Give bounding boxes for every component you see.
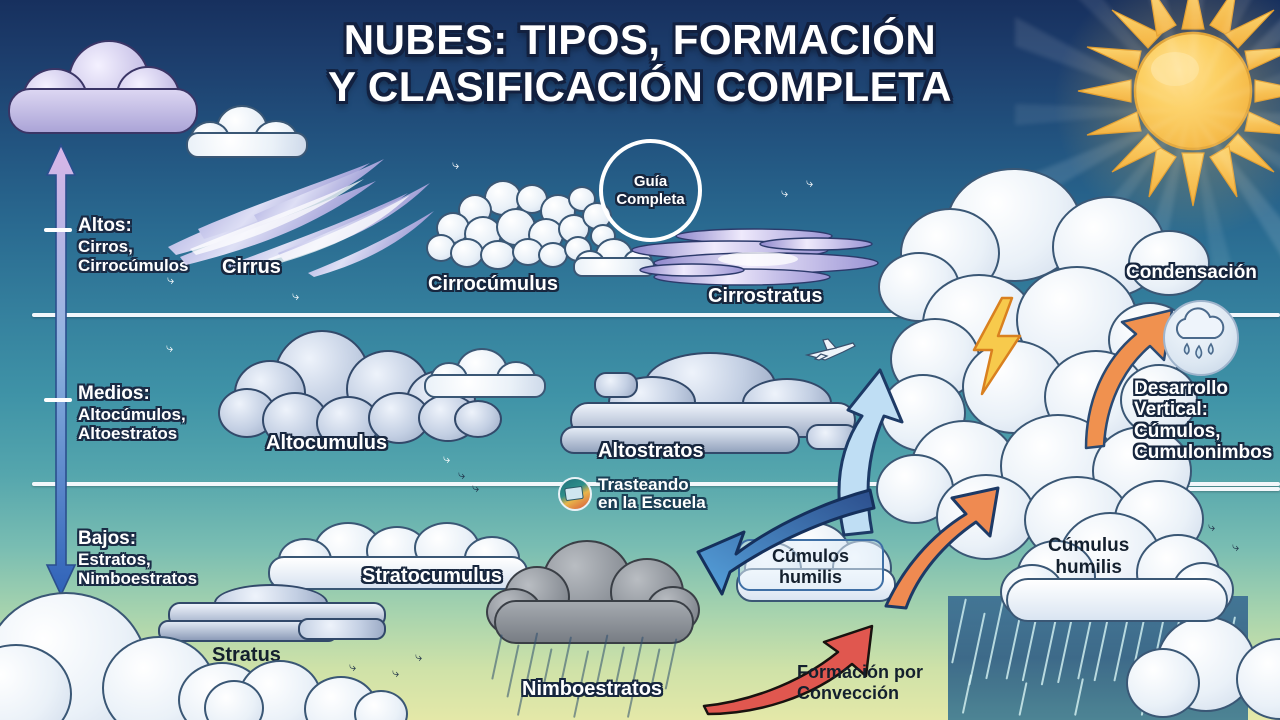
sun-icon: [1015, 0, 1280, 275]
decorative-cloud-bottom-right: [1126, 616, 1280, 720]
cloud-label-cirrostratus: Cirrostratus: [708, 285, 823, 307]
axis-tick-mid: [44, 398, 72, 402]
divider-right-low: [1140, 487, 1280, 491]
airplane-icon: [804, 338, 856, 361]
bird-icon: ⤷: [415, 649, 423, 664]
cloud-with-raindrops-icon: [1163, 300, 1239, 376]
label-desarrollo-vertical: Desarrollo Vertical: Cúmulos, Cumulonimb…: [1134, 378, 1273, 463]
nimbostratus-cloud-graphic: [486, 540, 700, 650]
cumulonimbus-tower-graphic: [876, 168, 1210, 588]
label-condensacion: Condensación: [1126, 262, 1257, 283]
bird-icon: ⤷: [1232, 539, 1240, 554]
label-formacion-conveccion: Formación por Convección: [797, 662, 924, 703]
axis-label-low-types: Estratos, Nimboestratos: [78, 549, 198, 589]
orange-up-arrow-icon: [884, 486, 1000, 610]
cloud-label-stratus: Stratus: [212, 644, 281, 666]
axis-label-mid-types: Altocúmulos, Altoestratos: [78, 404, 186, 444]
bird-icon: ⤷: [292, 288, 300, 303]
decorative-cloud-small-b: [424, 348, 546, 398]
cloud-label-cirrocumulus: Cirrocúmulus: [428, 273, 559, 295]
stratocumulus-cloud-graphic: [262, 522, 530, 594]
bird-icon: ⤷: [472, 480, 480, 495]
bird-icon: ⤷: [452, 157, 460, 172]
axis-label-high-heading: Altos:: [78, 215, 132, 236]
divider-high-mid: [32, 313, 1280, 317]
axis-label-high: Altos: Cirros, Cirrocúmulos: [78, 215, 189, 276]
orange-curved-arrow-icon: [1084, 308, 1174, 450]
school-logo-icon: [558, 476, 592, 511]
bird-icon: ⤷: [443, 451, 451, 466]
bird-icon: ⤷: [392, 665, 400, 680]
bird-icon: ⤷: [806, 175, 814, 190]
bird-icon: ⤷: [167, 272, 175, 287]
cumulus-humilis-cloud-graphic: [1000, 512, 1234, 622]
altocumulus-cloud-graphic: [218, 330, 502, 450]
axis-label-low: Bajos: Estratos, Nimboestratos: [78, 528, 197, 589]
cloud-label-cirrus: Cirrus: [222, 256, 281, 278]
label-cumulus-humilis-tower: Cúmulus humilis: [1048, 535, 1130, 578]
cloud-label-altocumulus: Altocumulus: [266, 432, 388, 454]
decorative-cloud-bank-bottom-left-2: [204, 660, 408, 720]
watermark-text: Trasteando en la Escuela: [598, 475, 706, 512]
cloud-label-stratocumulus: Stratocumulus: [362, 565, 503, 587]
guia-completa-badge[interactable]: Guía Completa: [599, 139, 702, 242]
divider-mid-low: [32, 482, 1280, 486]
axis-label-high-types: Cirros, Cirrocúmulos: [78, 236, 189, 276]
blue-down-arrow-icon: [696, 488, 876, 596]
page-title: NUBES: TIPOS, FORMACIÓN Y CLASIFICACIÓN …: [327, 16, 953, 111]
sun-graphic: [1077, 0, 1280, 207]
altostratos-cloud-graphic: [560, 352, 860, 462]
cirrostratus-cloud-graphic: [631, 228, 879, 286]
axis-label-low-heading: Bajos:: [78, 528, 137, 549]
decorative-cloud-top-left: [8, 38, 198, 134]
label-cumulos-humilis-box: Cúmulos humilis: [771, 546, 849, 587]
lightning-bolt-icon: [972, 296, 1022, 396]
watermark: Trasteando en la Escuela: [558, 476, 706, 512]
altitude-axis-arrow-icon: [45, 143, 77, 597]
badge-text: Guía Completa: [616, 173, 685, 208]
bird-icon: ⤷: [166, 340, 174, 355]
stratus-cloud-graphic: [158, 584, 388, 646]
bird-icon: ⤷: [349, 659, 357, 674]
cirrus-cloud-graphic: [168, 159, 434, 277]
decorative-cloud-small-upper: [186, 105, 308, 158]
axis-label-mid-heading: Medios:: [78, 383, 150, 404]
axis-label-mid: Medios: Altocúmulos, Altoestratos: [78, 383, 186, 444]
bird-icon: ⤷: [1208, 519, 1216, 534]
red-curved-arrow-icon: [702, 624, 874, 716]
bird-icon: ⤷: [458, 467, 466, 482]
cloud-label-nimbostratus: Nimboestratos: [522, 678, 663, 700]
bird-icon: ⤷: [781, 185, 789, 200]
nimbostratus-rain: [490, 630, 690, 718]
axis-tick-high: [44, 228, 72, 232]
cloud-label-altostratos: Altostratos: [598, 440, 704, 462]
